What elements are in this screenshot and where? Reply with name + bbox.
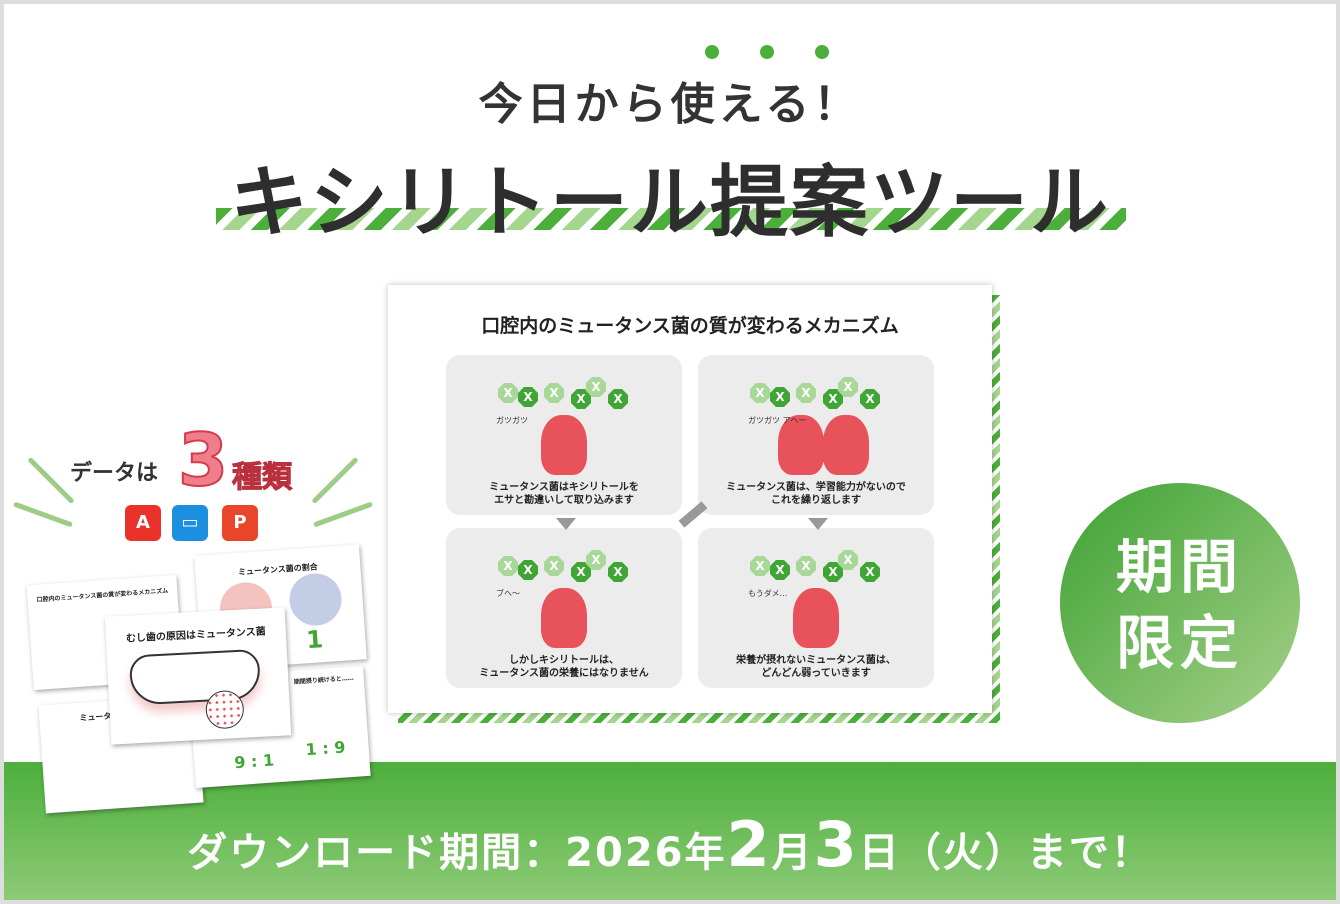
- xylitol-icon: X: [796, 383, 816, 403]
- mutans-character: [793, 588, 839, 648]
- arrow-down-icon: [808, 518, 828, 530]
- teeth-illustration: [128, 648, 262, 706]
- arrow-down-icon: [556, 518, 576, 530]
- caption-line: 栄養が摂れないミュータンス菌は、: [736, 655, 896, 666]
- xylitol-icon: X: [498, 556, 518, 576]
- ratio-value: 1: [305, 625, 324, 655]
- limited-time-badge: 期間 限定: [1060, 483, 1300, 723]
- mutans-character: [778, 415, 824, 475]
- accent-ray: [313, 501, 373, 528]
- slide-title: 口腔内のミュータンス菌の質が変わるメカニズム: [481, 315, 899, 337]
- period-day: 3: [813, 808, 859, 881]
- xylitol-icon: X: [770, 387, 790, 407]
- sound-effect: もうダメ…: [748, 589, 788, 598]
- xylitol-icon: X: [823, 389, 843, 409]
- mutans-character: [541, 415, 587, 475]
- sound-effect: ブヘ〜: [496, 589, 520, 598]
- good-bacteria-circle: [287, 571, 344, 628]
- xylitol-icon: X: [544, 383, 564, 403]
- caption-line: エサと勘違いして取り込みます: [494, 495, 634, 506]
- mini-slide-cause: むし歯の原因はミュータンス菌: [104, 607, 292, 745]
- mini-slide-title: むし歯の原因はミュータンス菌: [125, 626, 266, 645]
- caption-line: これを繰り返します: [771, 495, 861, 506]
- mini-slide-title: 口腔内のミュータンス菌の質が変わるメカニズム: [36, 587, 169, 604]
- period-prefix: ダウンロード期間：2026年: [187, 830, 727, 876]
- pdf-icon: A: [125, 505, 161, 541]
- xylitol-icon: X: [838, 377, 858, 397]
- mutans-character: [823, 415, 869, 475]
- xylitol-icon: X: [571, 562, 591, 582]
- caption-line: ミュータンス菌はキシリトールを: [489, 482, 639, 493]
- keynote-icon: ▭: [172, 505, 208, 541]
- emphasis-dot: [760, 45, 774, 59]
- badge-line-1: 期間: [1115, 533, 1244, 601]
- data-types-label: データは: [70, 461, 159, 486]
- mutans-character: [541, 588, 587, 648]
- caption-line: ミュータンス菌の栄養にはなりません: [479, 668, 649, 679]
- page-title: キシリトール提案ツール: [229, 158, 1110, 248]
- caption-line: ミュータンス菌は、学習能力がないので: [726, 482, 906, 493]
- xylitol-icon: X: [544, 556, 564, 576]
- emphasis-dot: [705, 45, 719, 59]
- accent-ray: [311, 456, 359, 505]
- data-types-unit: 種類: [232, 460, 293, 496]
- mini-slide-title: 期間摂り続けると……: [293, 674, 355, 686]
- badge-line-2: 限定: [1115, 609, 1244, 677]
- mini-slide-title: ミュータ: [79, 711, 112, 723]
- xylitol-icon: X: [750, 383, 770, 403]
- ratio-after: 1 : 9: [304, 737, 347, 760]
- period-month: 2: [726, 808, 772, 881]
- powerpoint-icon: P: [222, 505, 258, 541]
- xylitol-icon: X: [860, 562, 880, 582]
- xylitol-icon: X: [498, 383, 518, 403]
- title-underline-stripe: [216, 208, 1126, 230]
- download-period: ダウンロード期間：2026年2月3日（火）まで！: [0, 808, 1340, 881]
- sound-effect: ガツガツ アヘー: [748, 416, 807, 425]
- accent-ray: [13, 501, 73, 528]
- panel-caption: ミュータンス菌は、学習能力がないのでこれを繰り返します: [698, 481, 934, 507]
- emphasis-dot: [815, 45, 829, 59]
- xylitol-icon: X: [608, 389, 628, 409]
- xylitol-icon: X: [823, 562, 843, 582]
- accent-ray: [27, 456, 75, 505]
- arrow-diagonal-icon: [678, 501, 708, 528]
- sound-effect: ガツガツ: [496, 416, 528, 425]
- xylitol-icon: X: [518, 560, 538, 580]
- xylitol-icon: X: [586, 377, 606, 397]
- xylitol-icon: X: [750, 556, 770, 576]
- caption-line: しかしキシリトールは、: [509, 655, 619, 666]
- subtitle: 今日から使える！: [478, 79, 862, 130]
- xylitol-icon: X: [860, 389, 880, 409]
- xylitol-icon: X: [838, 550, 858, 570]
- panel-caption: 栄養が摂れないミュータンス菌は、どんどん弱っていきます: [698, 654, 934, 680]
- period-suffix: 日（火）まで！: [858, 830, 1153, 876]
- data-types-count: 3: [177, 417, 229, 503]
- xylitol-icon: X: [770, 560, 790, 580]
- xylitol-icon: X: [518, 387, 538, 407]
- ratio-before: 9 : 1: [233, 750, 275, 773]
- caption-line: どんどん弱っていきます: [761, 668, 871, 679]
- panel-caption: ミュータンス菌はキシリトールをエサと勘違いして取り込みます: [446, 481, 682, 507]
- xylitol-icon: X: [796, 556, 816, 576]
- xylitol-icon: X: [571, 389, 591, 409]
- panel-caption: しかしキシリトールは、ミュータンス菌の栄養にはなりません: [446, 654, 682, 680]
- xylitol-icon: X: [608, 562, 628, 582]
- xylitol-icon: X: [586, 550, 606, 570]
- period-month-unit: 月: [771, 830, 814, 876]
